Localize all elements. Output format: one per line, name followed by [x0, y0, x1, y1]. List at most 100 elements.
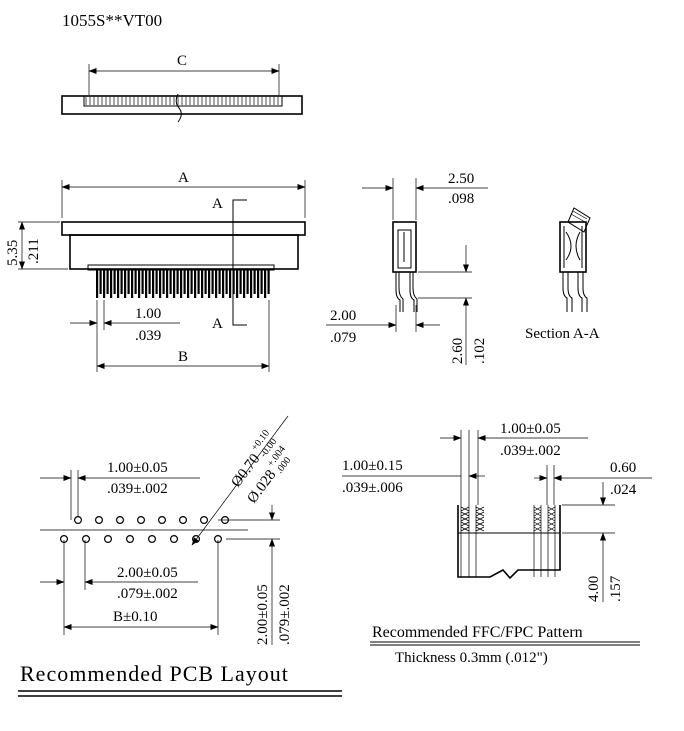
ffc-conductor-mm: 1.00±0.15 — [342, 458, 403, 474]
dim-c-label: C — [177, 53, 187, 69]
front-pin — [211, 270, 214, 294]
front-pin — [152, 270, 155, 298]
front-pin — [169, 270, 172, 294]
pcb-hole — [137, 515, 146, 524]
pcb-hole — [200, 515, 209, 524]
ffc-edge-mm: 0.60 — [610, 460, 636, 476]
ffc-hatch — [475, 516, 485, 522]
ffc-pitch-in: .039±.002 — [500, 443, 561, 459]
pcb-hole — [94, 515, 103, 524]
hole-leader — [191, 415, 289, 546]
pcb-hole — [103, 534, 112, 543]
ffc-thickness: Thickness 0.3mm (.012") — [395, 650, 548, 666]
dim-offset-mm: 2.00 — [330, 308, 356, 324]
front-pin — [257, 270, 260, 298]
front-pin — [201, 270, 204, 298]
side-view: 2.50 .098 2.60 .102 2.00 .079 — [326, 171, 488, 365]
dim-height-mm: 5.35 — [5, 240, 21, 266]
front-pins — [96, 270, 270, 298]
section-mark-top: A — [212, 196, 223, 212]
front-pin — [229, 270, 232, 298]
front-pin — [99, 270, 102, 294]
top-view-inner — [83, 95, 283, 107]
ffc-length-mm: 4.00 — [586, 576, 602, 602]
pcb-holes — [59, 515, 230, 543]
pcb-hole — [179, 515, 188, 524]
front-pin — [208, 270, 211, 298]
pcb-row-pitch-mm: 2.00±0.05 — [117, 565, 178, 581]
ffc-hatch — [533, 526, 542, 532]
side-pin-right — [409, 272, 418, 312]
front-pin — [103, 270, 106, 298]
ffc-length-in: .157 — [608, 575, 624, 602]
dim-a-label: A — [178, 170, 189, 186]
front-pin — [236, 270, 239, 298]
pcb-pitch-mm: 1.00±0.05 — [107, 460, 168, 476]
front-view: A A A 5.35 .211 1.00 .039 B — [5, 170, 306, 372]
part-number: 1055S**VT00 — [62, 11, 162, 30]
pcb-layout-title: Recommended PCB Layout — [20, 661, 289, 686]
front-pin — [145, 270, 148, 298]
ffc-hatch — [475, 506, 485, 512]
pcb-row-pitch-in: .079±.002 — [117, 586, 178, 602]
ffc-hatch — [475, 511, 485, 517]
front-pin — [148, 270, 151, 294]
front-body-top — [61, 221, 306, 236]
front-pin — [162, 270, 165, 294]
front-pin — [96, 270, 99, 298]
ffc-hatch — [475, 526, 485, 532]
ffc-edge-in: .024 — [610, 482, 637, 498]
top-view-contacts — [85, 97, 279, 105]
front-pin — [215, 270, 218, 298]
section-mark-bottom: A — [212, 316, 223, 332]
dim-pitch-in: .039 — [135, 328, 161, 344]
pcb-hole — [115, 515, 124, 524]
front-pin — [166, 270, 169, 298]
dim-side-width-mm: 2.50 — [448, 171, 474, 187]
section-line — [232, 199, 247, 326]
dim-pin-in: .102 — [472, 338, 488, 364]
pcb-hole — [73, 515, 82, 524]
pcb-row-gap-mm: 2.00±0.05 — [255, 584, 271, 645]
pcb-hole — [148, 534, 157, 543]
front-pin — [120, 270, 123, 294]
front-pin — [113, 270, 116, 294]
top-view: C — [61, 53, 303, 123]
ffc-hatch — [547, 511, 556, 517]
front-pin — [159, 270, 162, 298]
dim-height-in: .211 — [26, 238, 42, 264]
front-pin — [222, 270, 225, 298]
ffc-hatch — [460, 516, 470, 522]
front-pin — [194, 270, 197, 298]
pcb-hole — [81, 534, 90, 543]
ffc-outline — [457, 505, 561, 580]
side-body — [392, 221, 417, 273]
dim-offset-in: .079 — [330, 330, 356, 346]
front-pin — [264, 270, 267, 298]
front-pin — [253, 270, 256, 294]
ffc-hatch — [533, 516, 542, 522]
ffc-conductor-in: .039±.006 — [342, 480, 403, 496]
side-pin-left — [395, 272, 404, 312]
ffc-hatch — [533, 511, 542, 517]
dim-b-label: B — [178, 349, 188, 365]
pcb-hole — [125, 534, 134, 543]
front-pin — [187, 270, 190, 298]
front-pin — [110, 270, 113, 298]
front-pin — [173, 270, 176, 298]
front-pin — [141, 270, 144, 294]
ffc-hatch — [547, 516, 556, 522]
ffc-pitch-mm: 1.00±0.05 — [500, 421, 561, 437]
ffc-title: Recommended FFC/FPC Pattern — [372, 624, 583, 641]
section-view: Section A-A — [525, 207, 600, 342]
front-pin — [239, 270, 242, 294]
front-pin — [204, 270, 207, 294]
dim-side-width-in: .098 — [448, 191, 474, 207]
front-pin — [131, 270, 134, 298]
ffc-hatch — [460, 526, 470, 532]
ffc-hatch — [533, 521, 542, 527]
ffc-pattern: 1.00±0.05 .039±.002 1.00±0.15 .039±.006 … — [342, 421, 652, 666]
front-pin — [218, 270, 221, 294]
front-pin — [246, 270, 249, 294]
